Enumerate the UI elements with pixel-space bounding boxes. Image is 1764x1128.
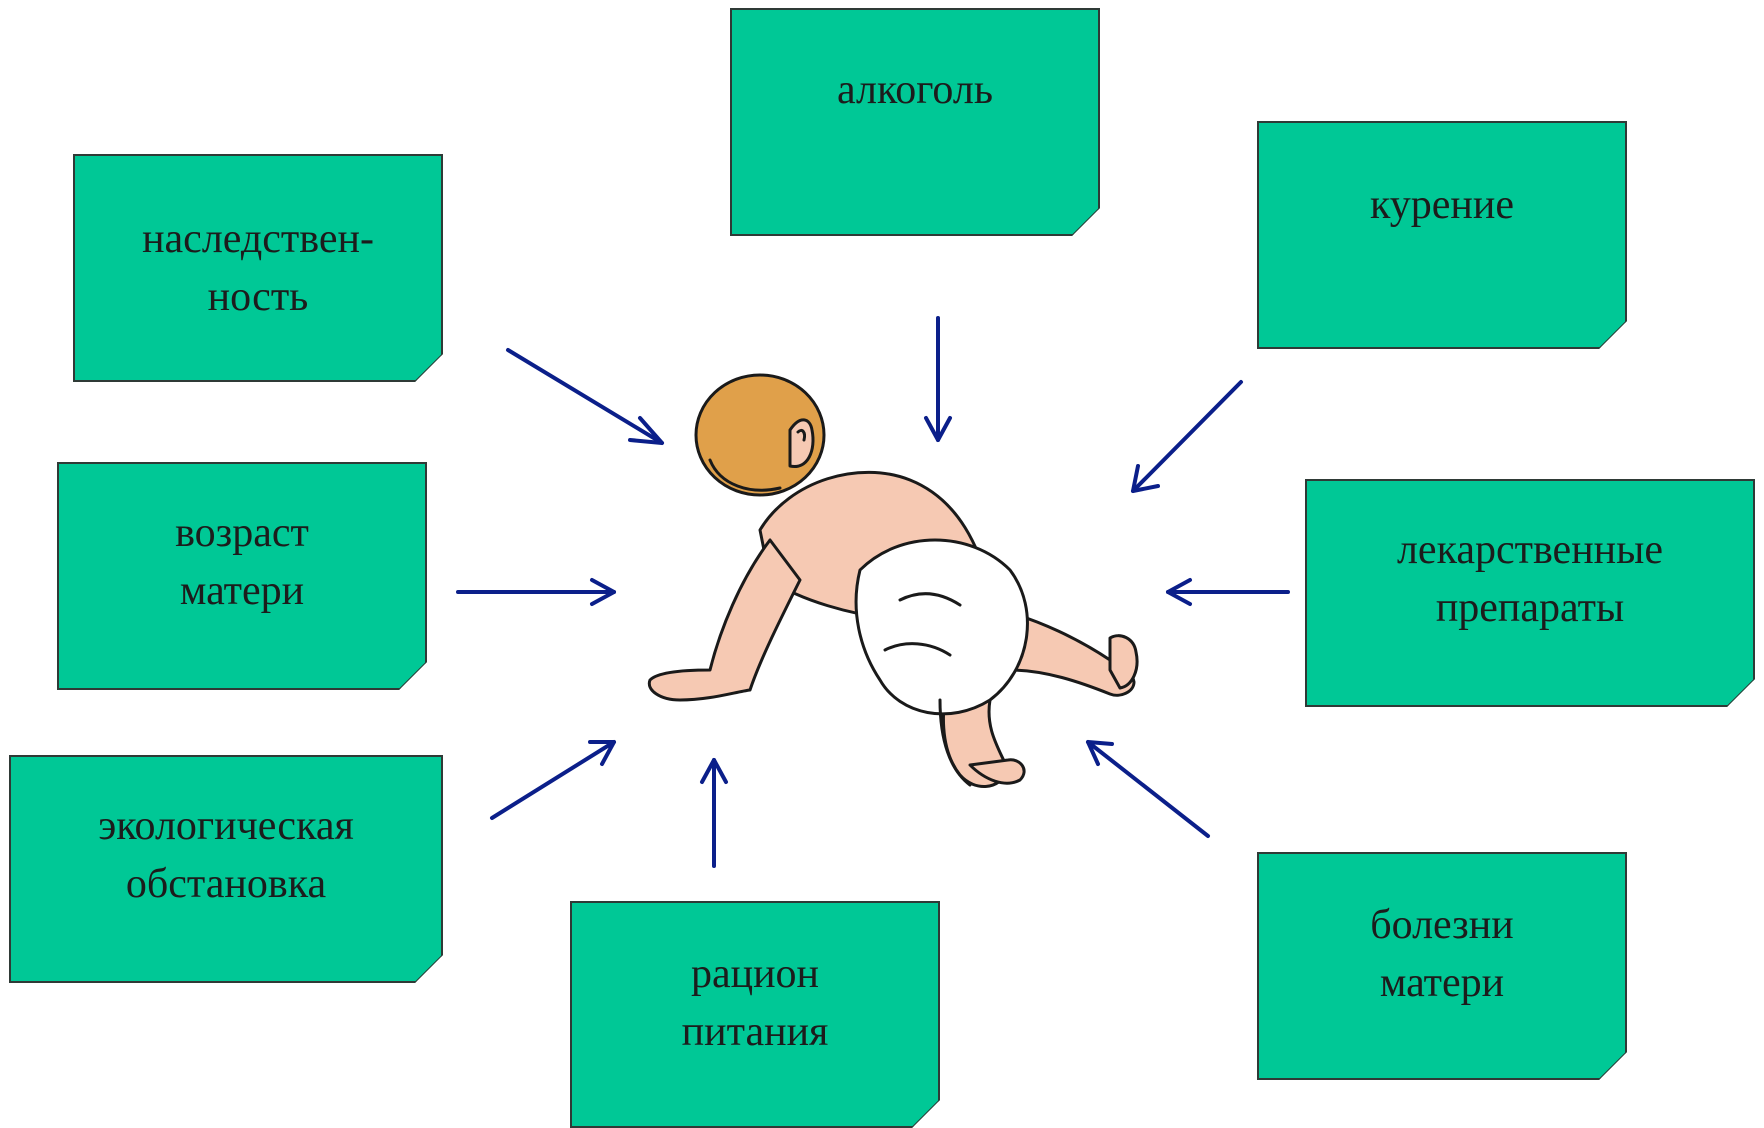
- factor-label-heredity: наследствен- ность: [142, 216, 374, 320]
- factor-label-mother-illness: болезни матери: [1370, 902, 1514, 1006]
- factor-box-alcohol: алкоголь: [730, 8, 1100, 236]
- factor-label-mother-age: возраст матери: [175, 510, 309, 614]
- factor-label-medicines: лекарственные препараты: [1396, 527, 1664, 631]
- arrow-from-mother-age: [456, 578, 616, 606]
- factor-box-mother-illness: болезни матери: [1257, 852, 1627, 1080]
- factor-box-heredity: наследствен- ность: [73, 154, 443, 382]
- arrow-from-heredity: [506, 348, 664, 445]
- factor-box-medicines: лекарственные препараты: [1305, 479, 1755, 707]
- arrow-from-medicines: [1166, 578, 1290, 606]
- arrow-from-alcohol: [924, 316, 952, 442]
- factor-box-mother-age: возраст матери: [57, 462, 427, 690]
- arrow-from-mother-illness: [1086, 740, 1210, 838]
- arrow-from-ecology: [490, 740, 616, 820]
- factor-label-alcohol: алкоголь: [837, 67, 993, 113]
- factor-box-smoking: курение: [1257, 121, 1627, 349]
- arrow-from-smoking: [1131, 380, 1243, 493]
- factor-box-diet: рацион питания: [570, 901, 940, 1128]
- factor-label-smoking: курение: [1369, 182, 1515, 228]
- arrow-from-diet: [700, 758, 728, 868]
- factor-box-ecology: экологическая обстановка: [9, 755, 443, 983]
- factor-label-diet: рацион питания: [681, 950, 829, 1055]
- crawling-baby-icon: [647, 373, 1139, 788]
- factor-label-ecology: экологическая обстановка: [98, 803, 354, 907]
